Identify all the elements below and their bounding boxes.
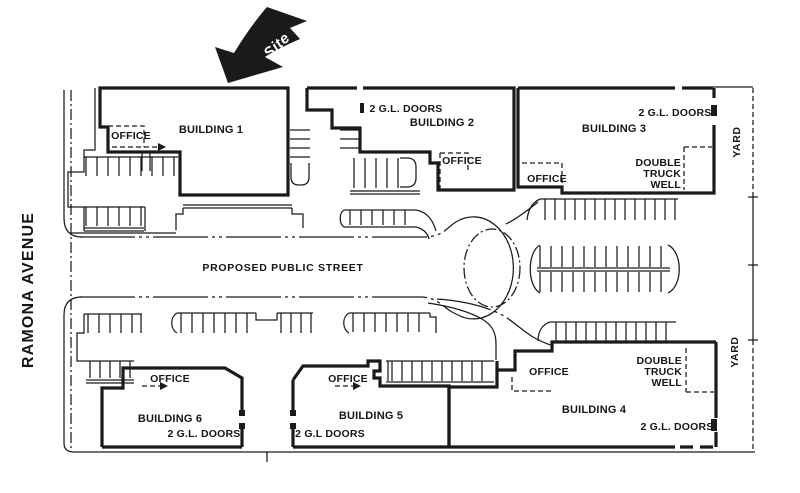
street-south-edge [80,296,459,316]
parking-row-sw-upper [76,313,142,362]
truckwell4-line1: DOUBLE [636,355,682,367]
parking-row-b2-south [350,157,420,195]
parking-row-s-center [171,312,313,334]
parking-row-east-double [529,244,680,294]
building-walls [98,86,718,449]
parking-row-b3-south [526,198,678,221]
east-boundary-mid [748,196,758,341]
yard3-label: YARD [731,126,743,157]
doors-b4-label: 2 G.L. DOORS [641,421,714,433]
building6-label: BUILDING 6 [138,413,202,425]
office5-entry-arrow [353,382,361,390]
site-arrow-icon [215,7,307,83]
street-lines [63,86,758,462]
yard4-label: YARD [729,336,741,367]
parking-col-b1-east [290,129,310,186]
office1-partition [108,125,145,147]
culdesac-centerline [463,228,521,308]
building5-outline [291,359,451,449]
dashed-details [108,125,714,393]
office5-label: OFFICE [328,373,368,385]
parking-row-nw-lower [83,206,146,232]
parking-row-b2-curb [339,209,437,240]
doors-b3-label: 2 G.L. DOORS [639,107,712,119]
office6-entry-arrow [160,382,168,390]
parking-row-s-east [343,312,437,334]
ramona-curb-south [63,296,83,453]
office3-partition [522,162,563,183]
building5-label: BUILDING 5 [339,410,403,422]
office2-partition [439,152,469,189]
door-tick-b6-upper [239,410,245,416]
parking-markings [67,129,680,384]
door-tick-b2 [360,103,364,113]
parking-row-nw-upper [84,156,178,176]
truckwell3-outline [683,146,712,190]
building4-outline [447,340,718,449]
truckwell3-line2: TRUCK [643,168,681,180]
truckwell3-line1: DOUBLE [635,157,681,169]
parking-row-sw-lower [86,360,134,384]
building6-outline [100,366,244,449]
parking-nw-outline [67,157,176,234]
building1-outline [98,86,290,197]
office2-label: OFFICE [442,155,482,167]
building3-label: BUILDING 3 [582,123,646,135]
building2-outline [305,86,516,192]
building1-sidewalk [141,153,304,230]
door-tick-b5-upper [290,410,296,416]
office4-label: OFFICE [529,366,569,378]
truckwell4-label: DOUBLE TRUCK WELL [636,355,682,389]
door-tick-b5-lower [290,423,296,429]
truckwell4-line2: TRUCK [644,366,682,378]
door-tick-b3 [711,105,717,116]
doors-b2-label: 2 G.L. DOORS [370,103,443,115]
parking-row-b5-b4 [386,360,494,383]
building4-label: BUILDING 4 [562,404,627,416]
door-ticks [239,103,717,431]
truckwell3-label: DOUBLE TRUCK WELL [635,157,681,191]
doors-b5-label: 2 G.L DOORS [295,428,365,440]
parking-col-b2-west [340,129,360,149]
parking-row-b4-north [537,321,676,342]
office1-label: OFFICE [111,130,151,142]
doors-b6-label: 2 G.L. DOORS [168,428,241,440]
truckwell3-line3: WELL [650,179,681,191]
street-label: PROPOSED PUBLIC STREET [202,262,363,274]
office3-label: OFFICE [527,173,567,185]
door-tick-b4 [711,419,717,431]
building1-label: BUILDING 1 [179,124,243,136]
labels: RAMONA AVENUE PROPOSED PUBLIC STREET BUI… [20,103,743,440]
drive-curve-outer [436,298,556,347]
south-boundary [74,451,755,462]
site-flag: Site [215,7,307,83]
street-north-edge [80,221,457,238]
building2-label: BUILDING 2 [410,117,474,129]
culdesac-aisle-connector [505,201,539,225]
truckwell4-line3: WELL [651,377,682,389]
west-boundary [83,88,96,157]
truckwell4-outline [685,348,714,393]
ramona-avenue-label: RAMONA AVENUE [20,212,37,368]
building3-outline [516,86,716,195]
office1-entry-arrow [158,143,166,151]
office4-partition [511,377,553,392]
ramona-curb-north [63,90,83,238]
door-tick-b6-lower [239,423,245,429]
drive-curve-inner [427,302,497,360]
office6-label: OFFICE [150,373,190,385]
